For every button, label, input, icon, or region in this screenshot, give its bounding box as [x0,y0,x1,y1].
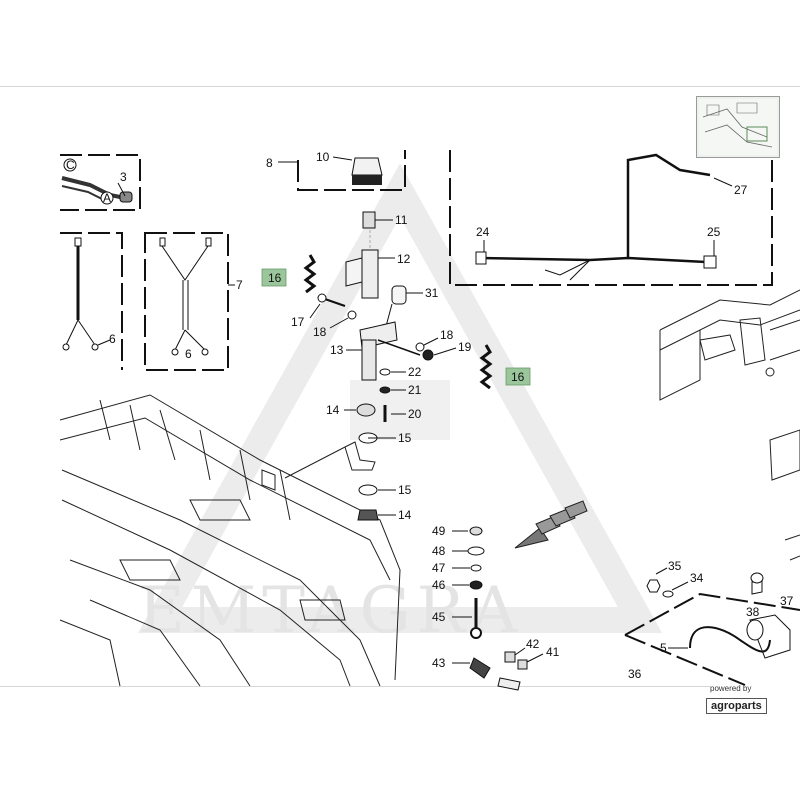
callout-18-right[interactable]: 18 [440,328,454,342]
frame-bottom-rule [0,686,710,687]
callout-16-left[interactable]: 16 [268,271,282,285]
watermark-text: EMTAGRA [138,574,523,648]
inset-item-6-left: 6 [60,232,123,370]
callout-42[interactable]: 42 [526,637,540,651]
inset-item-3: C A 3 [60,154,141,211]
inset-item-7: 6 7 [144,232,243,371]
callout-11[interactable]: 11 [395,213,408,227]
callout-5[interactable]: 5 [660,641,667,655]
callout-36[interactable]: 36 [628,667,642,681]
callout-15-bottom[interactable]: 15 [398,483,412,497]
callout-21[interactable]: 21 [408,383,422,397]
frame-top-rule [0,86,800,87]
callout-48[interactable]: 48 [432,544,446,558]
callout-13[interactable]: 13 [330,343,344,357]
callout-24[interactable]: 24 [476,225,490,239]
watermark: EMTAGRA [137,163,663,648]
callout-14-top[interactable]: 14 [326,403,340,417]
inset-item-8: 8 10 [266,150,406,191]
callout-19[interactable]: 19 [458,340,472,354]
beacon-mount-assembly: 11 12 31 13 16 17 18 18 19 [261,211,531,522]
callout-35[interactable]: 35 [668,559,682,573]
direction-arrow [514,500,588,549]
callout-37[interactable]: 37 [780,594,794,608]
callout-47[interactable]: 47 [432,561,446,575]
callout-7[interactable]: 7 [236,278,243,292]
callout-34[interactable]: 34 [690,571,704,585]
agroparts-branding: powered by agroparts [704,684,780,718]
callout-45[interactable]: 45 [432,610,446,624]
callout-27[interactable]: 27 [734,183,748,197]
callout-22[interactable]: 22 [408,365,422,379]
callout-16-right[interactable]: 16 [511,370,525,384]
callout-38[interactable]: 38 [746,605,760,619]
frame-structure [59,394,401,687]
callout-31[interactable]: 31 [425,286,439,300]
callout-43[interactable]: 43 [432,656,446,670]
diagram-overview-thumbnail[interactable] [696,96,780,158]
callout-16-right-highlight [505,367,531,386]
callout-12[interactable]: 12 [397,252,411,266]
callout-41[interactable]: 41 [546,645,560,659]
inset-marker-a: A [103,191,111,205]
callout-6-right[interactable]: 6 [185,347,192,361]
powered-by-text: powered by [710,684,752,693]
inset-harness: 24 25 27 [449,150,773,286]
callout-25[interactable]: 25 [707,225,721,239]
fastener-column: 49 48 47 46 45 43 42 41 [432,524,560,691]
thumbnail-preview [699,99,777,155]
inset-mirror-mount: 35 34 37 38 5 36 [624,559,800,686]
callout-15-top[interactable]: 15 [398,431,412,445]
callout-8[interactable]: 8 [266,156,273,170]
chassis-structure-right [659,289,800,561]
callout-6-left[interactable]: 6 [109,332,116,346]
callout-46[interactable]: 46 [432,578,446,592]
callout-49[interactable]: 49 [432,524,446,538]
callout-10[interactable]: 10 [316,150,330,164]
callout-17[interactable]: 17 [291,315,305,329]
callout-14-bottom[interactable]: 14 [398,508,412,522]
callout-18-left[interactable]: 18 [313,325,327,339]
callout-20[interactable]: 20 [408,407,422,421]
inset-marker-c: C [66,158,75,172]
callout-3[interactable]: 3 [120,170,127,184]
agroparts-logo: agroparts [706,698,767,714]
callout-16-left-highlight [261,268,287,287]
